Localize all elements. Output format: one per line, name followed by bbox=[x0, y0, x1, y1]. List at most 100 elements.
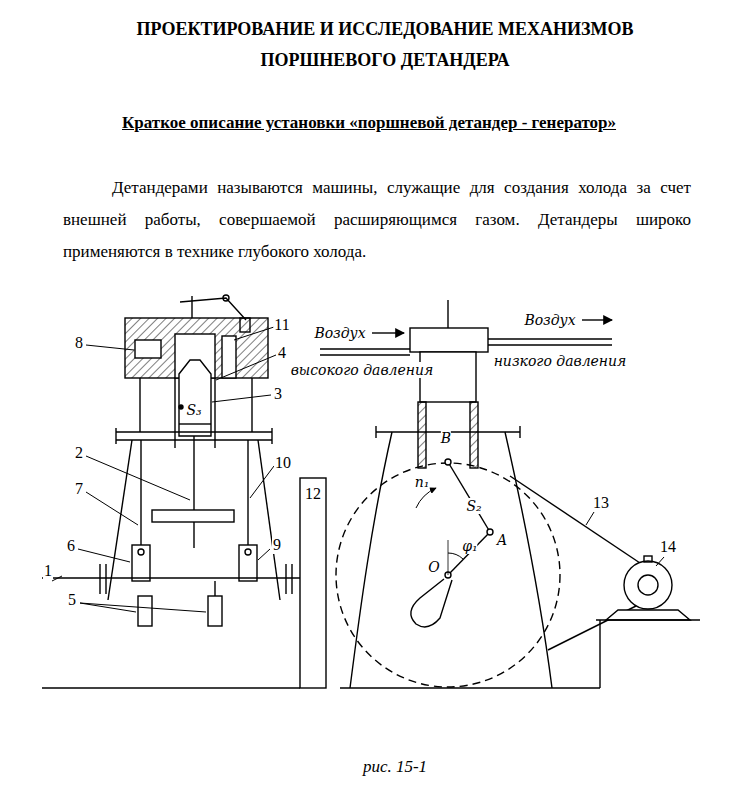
left-machine-part bbox=[223, 295, 229, 301]
left-machine-part bbox=[191, 296, 192, 318]
point-label: B bbox=[441, 430, 451, 446]
right-machine-part bbox=[606, 610, 690, 620]
left-machine-part bbox=[116, 431, 272, 432]
right-machine-part bbox=[445, 459, 451, 465]
point-label: S₃ bbox=[186, 402, 201, 418]
callout-number: 5 bbox=[67, 591, 77, 609]
right-machine-part bbox=[336, 463, 560, 687]
left-machine-part-part bbox=[250, 466, 274, 498]
left-machine-part bbox=[138, 596, 152, 626]
left-machine-part-part bbox=[86, 456, 190, 500]
point-label: O bbox=[428, 559, 439, 575]
callout-number: 11 bbox=[273, 316, 290, 334]
right-machine-part bbox=[448, 540, 449, 575]
left-machine-part bbox=[208, 596, 222, 626]
right-machine-part-part bbox=[586, 512, 594, 525]
point-label: A bbox=[497, 532, 507, 548]
left-machine-part-part bbox=[86, 345, 134, 350]
right-machine-part bbox=[624, 561, 672, 609]
left-machine-part bbox=[222, 336, 236, 378]
right-machine-part bbox=[320, 354, 410, 355]
right-machine-part bbox=[448, 553, 463, 559]
callout-number: 10 bbox=[274, 454, 292, 472]
body-paragraph: Детандерами называются машины, служащие … bbox=[63, 172, 691, 268]
right-machine-part bbox=[644, 556, 652, 562]
callout-number: 1 bbox=[43, 562, 53, 580]
callout-number: 4 bbox=[277, 344, 287, 362]
right-machine-part bbox=[340, 687, 600, 688]
callout-number: 9 bbox=[272, 536, 282, 554]
left-machine-part bbox=[247, 440, 248, 545]
left-machine-part bbox=[245, 549, 251, 555]
figure-caption: рис. 15-1 bbox=[330, 757, 460, 777]
left-machine-part bbox=[179, 360, 211, 436]
left-machine-part bbox=[174, 378, 175, 448]
page-title: ПРОЕКТИРОВАНИЕ И ИССЛЕДОВАНИЕ МЕХАНИЗМОВ… bbox=[100, 14, 670, 76]
left-machine-part bbox=[135, 340, 161, 358]
right-machine bbox=[320, 300, 700, 688]
right-machine-part bbox=[470, 402, 478, 468]
flow-label: Воздух bbox=[314, 325, 365, 341]
left-machine-part-part bbox=[216, 355, 276, 380]
right-machine-part bbox=[447, 300, 448, 328]
left-machine-part bbox=[193, 436, 194, 510]
callout-number: 7 bbox=[74, 480, 84, 498]
left-machine-part bbox=[139, 378, 140, 432]
right-machine-part bbox=[488, 338, 612, 339]
callout-number: 14 bbox=[659, 538, 677, 556]
point-label: S₂ bbox=[466, 498, 481, 514]
right-machine-part bbox=[416, 488, 436, 508]
left-machine-part bbox=[108, 440, 132, 600]
callout-number: 13 bbox=[592, 494, 610, 512]
left-machine-part-part bbox=[80, 603, 206, 612]
callout-number: 8 bbox=[74, 334, 84, 352]
flow-label: высокого давления bbox=[291, 362, 434, 378]
left-machine-part-part bbox=[86, 492, 138, 525]
right-machine-part bbox=[418, 402, 426, 468]
left-machine bbox=[42, 295, 326, 688]
right-machine-part bbox=[448, 532, 490, 575]
right-machine-part-part bbox=[656, 557, 664, 566]
left-machine-part bbox=[99, 564, 100, 594]
angle-label: φ₁ bbox=[462, 538, 477, 554]
right-machine-part bbox=[596, 619, 700, 620]
left-machine-part bbox=[105, 564, 106, 594]
left-machine-part bbox=[180, 298, 246, 320]
callout-number: 12 bbox=[304, 485, 322, 503]
right-machine-part bbox=[599, 620, 600, 688]
callout-number: 2 bbox=[74, 444, 84, 462]
left-machine-part-part bbox=[52, 576, 62, 581]
right-machine-part bbox=[448, 462, 490, 532]
right-machine-part bbox=[375, 426, 376, 438]
left-machine-part bbox=[179, 405, 183, 409]
left-machine-part-part bbox=[78, 549, 130, 562]
left-machine-part-part bbox=[234, 327, 274, 340]
right-machine-part bbox=[410, 328, 488, 352]
right-machine-part bbox=[586, 512, 664, 566]
right-machine-part bbox=[320, 348, 410, 349]
left-machine-part bbox=[291, 564, 292, 594]
right-machine-part bbox=[487, 529, 493, 535]
left-machine-part bbox=[239, 545, 257, 581]
left-machine-part bbox=[193, 522, 194, 548]
left-machine-part bbox=[251, 378, 252, 432]
left-machine-part-part bbox=[258, 549, 270, 560]
left-machine-part bbox=[152, 510, 234, 522]
callout-number: 3 bbox=[273, 385, 283, 403]
right-machine-part bbox=[488, 344, 612, 345]
flow-label: низкого давления bbox=[494, 353, 627, 369]
left-machine-part bbox=[132, 545, 150, 581]
section-heading: Краткое описание установки «поршневой де… bbox=[122, 112, 616, 134]
right-machine-part bbox=[372, 332, 404, 333]
left-machine-part bbox=[300, 478, 326, 688]
right-machine-part bbox=[638, 575, 658, 595]
callout-number: 6 bbox=[66, 537, 76, 555]
left-machine-part bbox=[214, 581, 215, 596]
left-machine-part bbox=[271, 428, 272, 444]
left-machine-part bbox=[42, 577, 300, 578]
left-machine-part bbox=[42, 687, 300, 688]
left-machine-part bbox=[140, 440, 141, 545]
left-machine-part-part bbox=[212, 395, 271, 402]
left-machine-part-part bbox=[80, 603, 136, 612]
right-machine-part bbox=[582, 319, 612, 320]
